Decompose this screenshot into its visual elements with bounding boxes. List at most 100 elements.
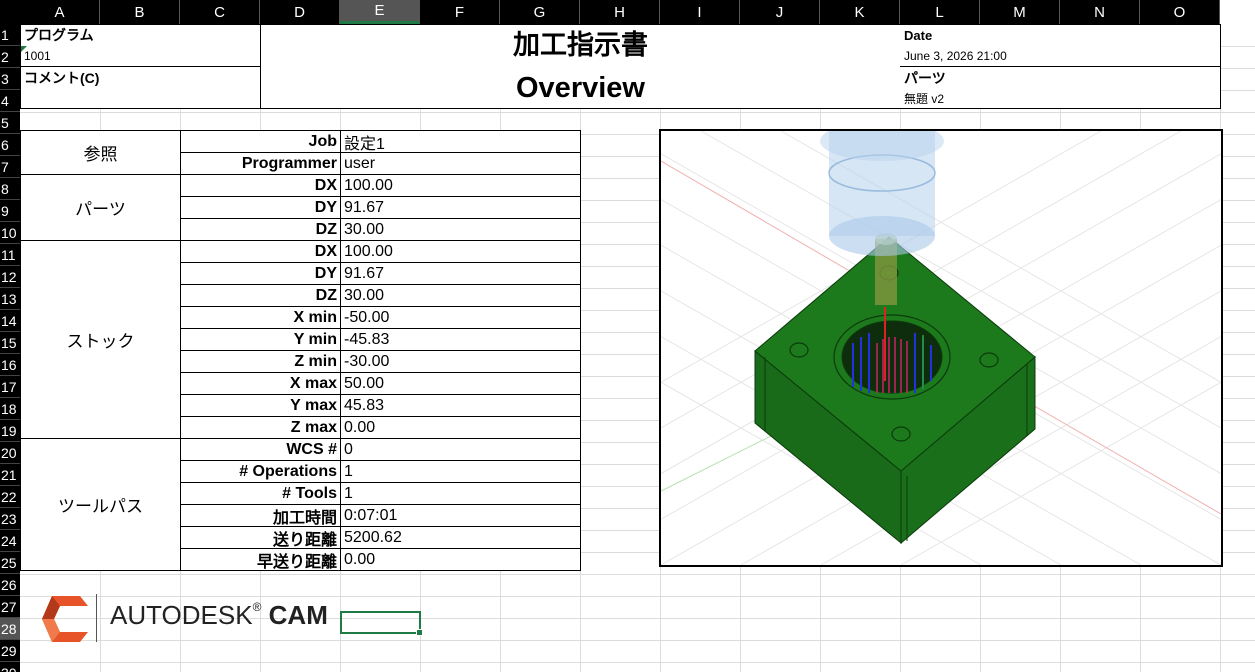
part-label: パーツ xyxy=(904,70,946,86)
column-header-g[interactable]: G xyxy=(500,0,580,24)
column-header-k[interactable]: K xyxy=(820,0,900,24)
part-value[interactable]: 無題 v2 xyxy=(904,92,945,106)
grid-row-line xyxy=(20,134,1255,135)
fill-handle[interactable] xyxy=(416,629,423,636)
program-value[interactable]: 1001 xyxy=(24,49,51,63)
row-header-22[interactable]: 22 xyxy=(0,486,20,508)
row-header-2[interactable]: 2 xyxy=(0,46,20,68)
property-value[interactable]: 5200.62 xyxy=(340,526,581,549)
property-value[interactable]: 0:07:01 xyxy=(340,504,581,527)
part-3d-view xyxy=(659,129,1223,567)
column-header-h[interactable]: H xyxy=(580,0,660,24)
column-header-b[interactable]: B xyxy=(100,0,180,24)
grid-row-line xyxy=(20,640,1255,641)
row-header-17[interactable]: 17 xyxy=(0,376,20,398)
property-value[interactable]: 30.00 xyxy=(340,218,581,241)
date-value[interactable]: June 3, 2026 21:00 xyxy=(904,49,1007,63)
property-value[interactable]: 0.00 xyxy=(340,416,581,439)
row-header-16[interactable]: 16 xyxy=(0,354,20,376)
property-value[interactable]: 45.83 xyxy=(340,394,581,417)
property-value[interactable]: 91.67 xyxy=(340,262,581,285)
row-header-3[interactable]: 3 xyxy=(0,68,20,90)
grid-row-line xyxy=(20,420,1255,421)
row-header-19[interactable]: 19 xyxy=(0,420,20,442)
column-header-o[interactable]: O xyxy=(1140,0,1220,24)
row-header-18[interactable]: 18 xyxy=(0,398,20,420)
row-header-25[interactable]: 25 xyxy=(0,552,20,574)
column-header-a[interactable]: A xyxy=(20,0,100,24)
page-title-en: Overview xyxy=(516,71,645,104)
logo-autodesk-text: AUTODESK xyxy=(110,600,253,630)
active-cell-e28[interactable] xyxy=(340,611,423,636)
row-header-4[interactable]: 4 xyxy=(0,90,20,112)
row-header-11[interactable]: 11 xyxy=(0,244,20,266)
property-value[interactable]: 設定1 xyxy=(340,130,581,153)
row-header-8[interactable]: 8 xyxy=(0,178,20,200)
row-header-23[interactable]: 23 xyxy=(0,508,20,530)
logo-wordmark: AUTODESK® CAM xyxy=(110,600,328,631)
property-value[interactable]: -50.00 xyxy=(340,306,581,329)
select-all-corner[interactable] xyxy=(0,0,20,24)
column-header-c[interactable]: C xyxy=(180,0,260,24)
property-value[interactable]: -45.83 xyxy=(340,328,581,351)
property-value[interactable]: 1 xyxy=(340,482,581,505)
property-value[interactable]: 0 xyxy=(340,438,581,461)
autodesk-cam-logo: AUTODESK® CAM xyxy=(38,590,328,650)
column-header-m[interactable]: M xyxy=(980,0,1060,24)
grid-row-line xyxy=(20,178,1255,179)
property-label: DY xyxy=(180,262,341,285)
program-label: プログラム xyxy=(24,27,94,43)
property-value[interactable]: 100.00 xyxy=(340,174,581,197)
property-label: DX xyxy=(180,174,341,197)
logo-cam-text: CAM xyxy=(268,600,328,630)
row-header-1[interactable]: 1 xyxy=(0,24,20,46)
property-value[interactable]: user xyxy=(340,152,581,175)
property-value[interactable]: 100.00 xyxy=(340,240,581,263)
row-header-28[interactable]: 28 xyxy=(0,618,20,640)
row-header-27[interactable]: 27 xyxy=(0,596,20,618)
part-box xyxy=(900,67,1221,109)
property-value[interactable]: -30.00 xyxy=(340,350,581,373)
property-label: Job xyxy=(180,130,341,153)
row-header-10[interactable]: 10 xyxy=(0,222,20,244)
column-header-j[interactable]: J xyxy=(740,0,820,24)
column-header-i[interactable]: I xyxy=(660,0,740,24)
row-header-30[interactable]: 30 xyxy=(0,662,20,672)
row-header-13[interactable]: 13 xyxy=(0,288,20,310)
row-header-15[interactable]: 15 xyxy=(0,332,20,354)
row-header-6[interactable]: 6 xyxy=(0,134,20,156)
row-header-7[interactable]: 7 xyxy=(0,156,20,178)
grid-row-line xyxy=(20,354,1255,355)
column-header-n[interactable]: N xyxy=(1060,0,1140,24)
row-header-26[interactable]: 26 xyxy=(0,574,20,596)
comment-box xyxy=(20,67,261,109)
grid-row-line xyxy=(20,244,1255,245)
row-header-24[interactable]: 24 xyxy=(0,530,20,552)
property-value[interactable]: 30.00 xyxy=(340,284,581,307)
property-value[interactable]: 1 xyxy=(340,460,581,483)
part-3d-render xyxy=(661,131,1221,565)
row-header-29[interactable]: 29 xyxy=(0,640,20,662)
row-header-14[interactable]: 14 xyxy=(0,310,20,332)
row-header-21[interactable]: 21 xyxy=(0,464,20,486)
property-label: 加工時間 xyxy=(180,504,341,527)
property-value[interactable]: 91.67 xyxy=(340,196,581,219)
column-header-e[interactable]: E xyxy=(340,0,420,24)
grid-row-line xyxy=(20,332,1255,333)
group-label-stock: ストック xyxy=(20,240,181,439)
grid-row-line xyxy=(20,618,1255,619)
row-header-5[interactable]: 5 xyxy=(0,112,20,134)
column-header-f[interactable]: F xyxy=(420,0,500,24)
date-box xyxy=(900,24,1221,67)
row-header-9[interactable]: 9 xyxy=(0,200,20,222)
column-header-d[interactable]: D xyxy=(260,0,340,24)
column-header-l[interactable]: L xyxy=(900,0,980,24)
grid-row-line xyxy=(20,486,1255,487)
property-value[interactable]: 0.00 xyxy=(340,548,581,571)
group-label-reference: 参照 xyxy=(20,130,181,175)
row-header-20[interactable]: 20 xyxy=(0,442,20,464)
property-value[interactable]: 50.00 xyxy=(340,372,581,395)
grid-row-line xyxy=(20,442,1255,443)
row-header-12[interactable]: 12 xyxy=(0,266,20,288)
